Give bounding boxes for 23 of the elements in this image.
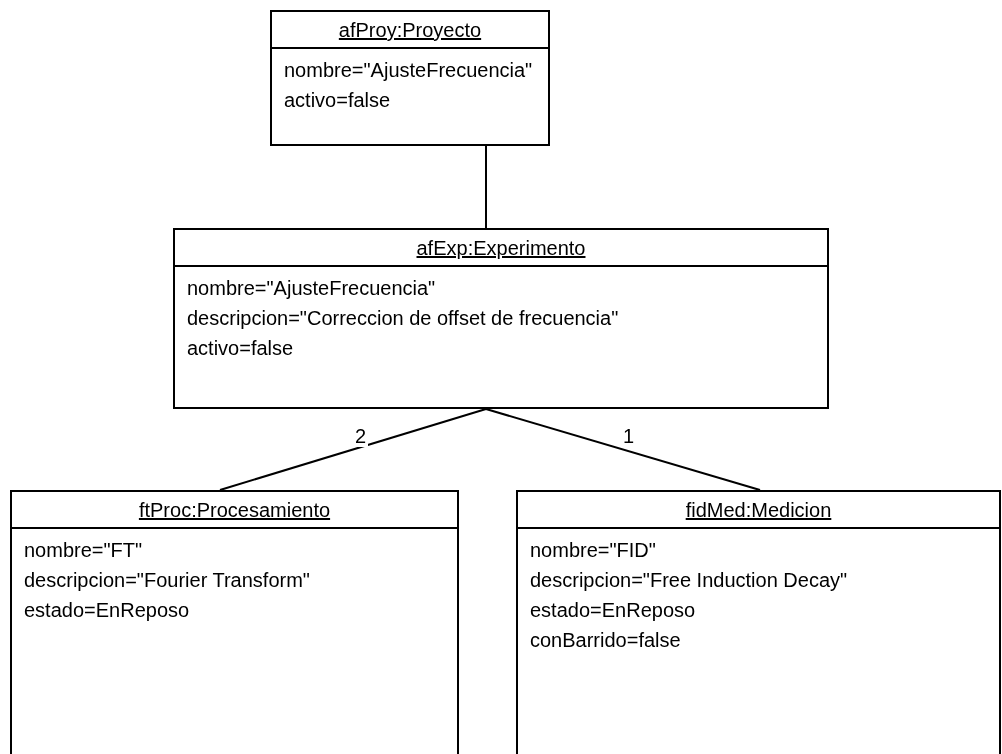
attribute-text: estado=EnReposo xyxy=(24,598,190,623)
object-name: afProy:Proyecto xyxy=(338,19,482,41)
association-line xyxy=(485,145,487,229)
attribute-text: descripcion="Free Induction Decay" xyxy=(530,568,848,593)
object-name: ftProc:Procesamiento xyxy=(138,499,331,521)
object-box xyxy=(516,490,1001,754)
attribute-text: activo=false xyxy=(284,88,391,113)
object-name: afExp:Experimento xyxy=(416,237,586,259)
attribute-text: nombre="FT" xyxy=(24,538,143,563)
attribute-text: nombre="AjusteFrecuencia" xyxy=(187,276,436,301)
attribute-text: activo=false xyxy=(187,336,294,361)
association-line xyxy=(219,408,487,491)
association-line xyxy=(485,408,761,491)
attribute-text: nombre="FID" xyxy=(530,538,656,563)
attribute-text: conBarrido=false xyxy=(530,628,681,653)
object-box xyxy=(270,10,550,146)
object-name: fidMed:Medicion xyxy=(685,499,832,521)
object-box xyxy=(10,490,459,754)
attribute-text: descripcion="Fourier Transform" xyxy=(24,568,310,593)
attribute-text: estado=EnReposo xyxy=(530,598,696,623)
attribute-text: nombre="AjusteFrecuencia" xyxy=(284,58,533,83)
attribute-text: descripcion="Correccion de offset de frecuencia" xyxy=(187,306,619,331)
object-box xyxy=(173,228,829,409)
